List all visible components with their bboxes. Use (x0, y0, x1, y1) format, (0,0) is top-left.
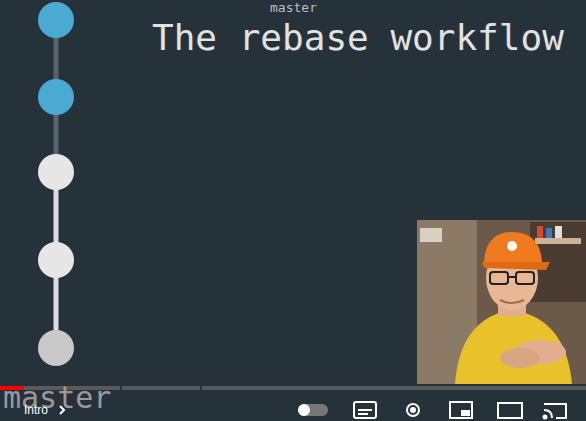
chapter-gap (200, 386, 202, 390)
branch-label: master (3, 380, 111, 416)
chapter-gap (120, 386, 122, 390)
commit-circle (38, 2, 74, 38)
slide-title: The rebase workflow (152, 16, 564, 60)
player-controls (298, 402, 566, 419)
chapter-title: Intro (24, 403, 48, 418)
commit-circle (38, 154, 74, 190)
webcam-inset (417, 220, 586, 384)
commit-circle (38, 242, 74, 278)
prompt-branch: master (270, 0, 317, 15)
commit-circle (38, 330, 74, 366)
commit-circle (38, 79, 74, 115)
